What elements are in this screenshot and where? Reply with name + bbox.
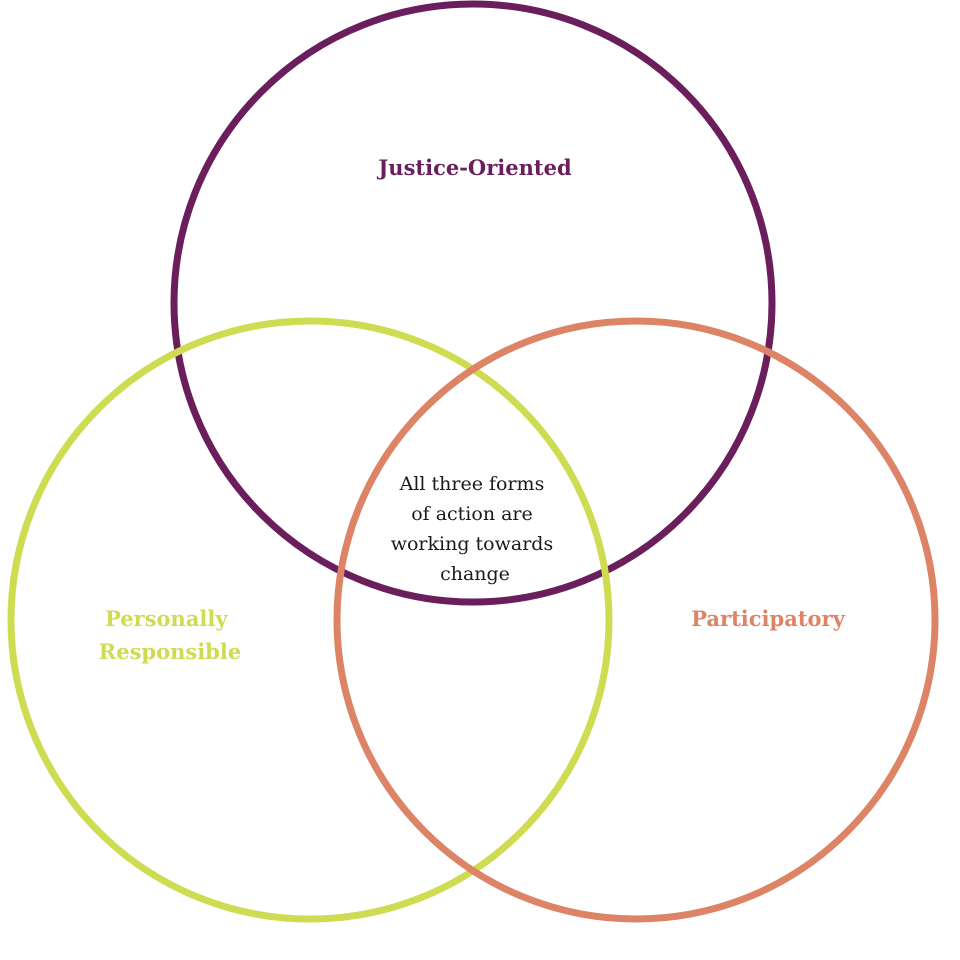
label-personally-responsible-line-2: Responsible (99, 639, 241, 664)
label-participatory: Participatory (691, 606, 845, 631)
label-personally-responsible-line-1: Personally (105, 606, 228, 631)
circle-justice-oriented (170, 0, 776, 606)
center-text-line-4: change (440, 563, 510, 585)
center-text-line-2: of action are (411, 503, 533, 525)
circle-personally-responsible (7, 317, 613, 923)
circle-participatory (333, 317, 939, 923)
label-personally-responsible: Personally Responsible (99, 606, 241, 664)
center-text-line-3: working towards (391, 533, 553, 555)
label-justice-oriented: Justice-Oriented (376, 155, 572, 180)
center-intersection-text: All three forms of action are working to… (391, 473, 560, 585)
center-text-line-1: All three forms (399, 473, 545, 495)
